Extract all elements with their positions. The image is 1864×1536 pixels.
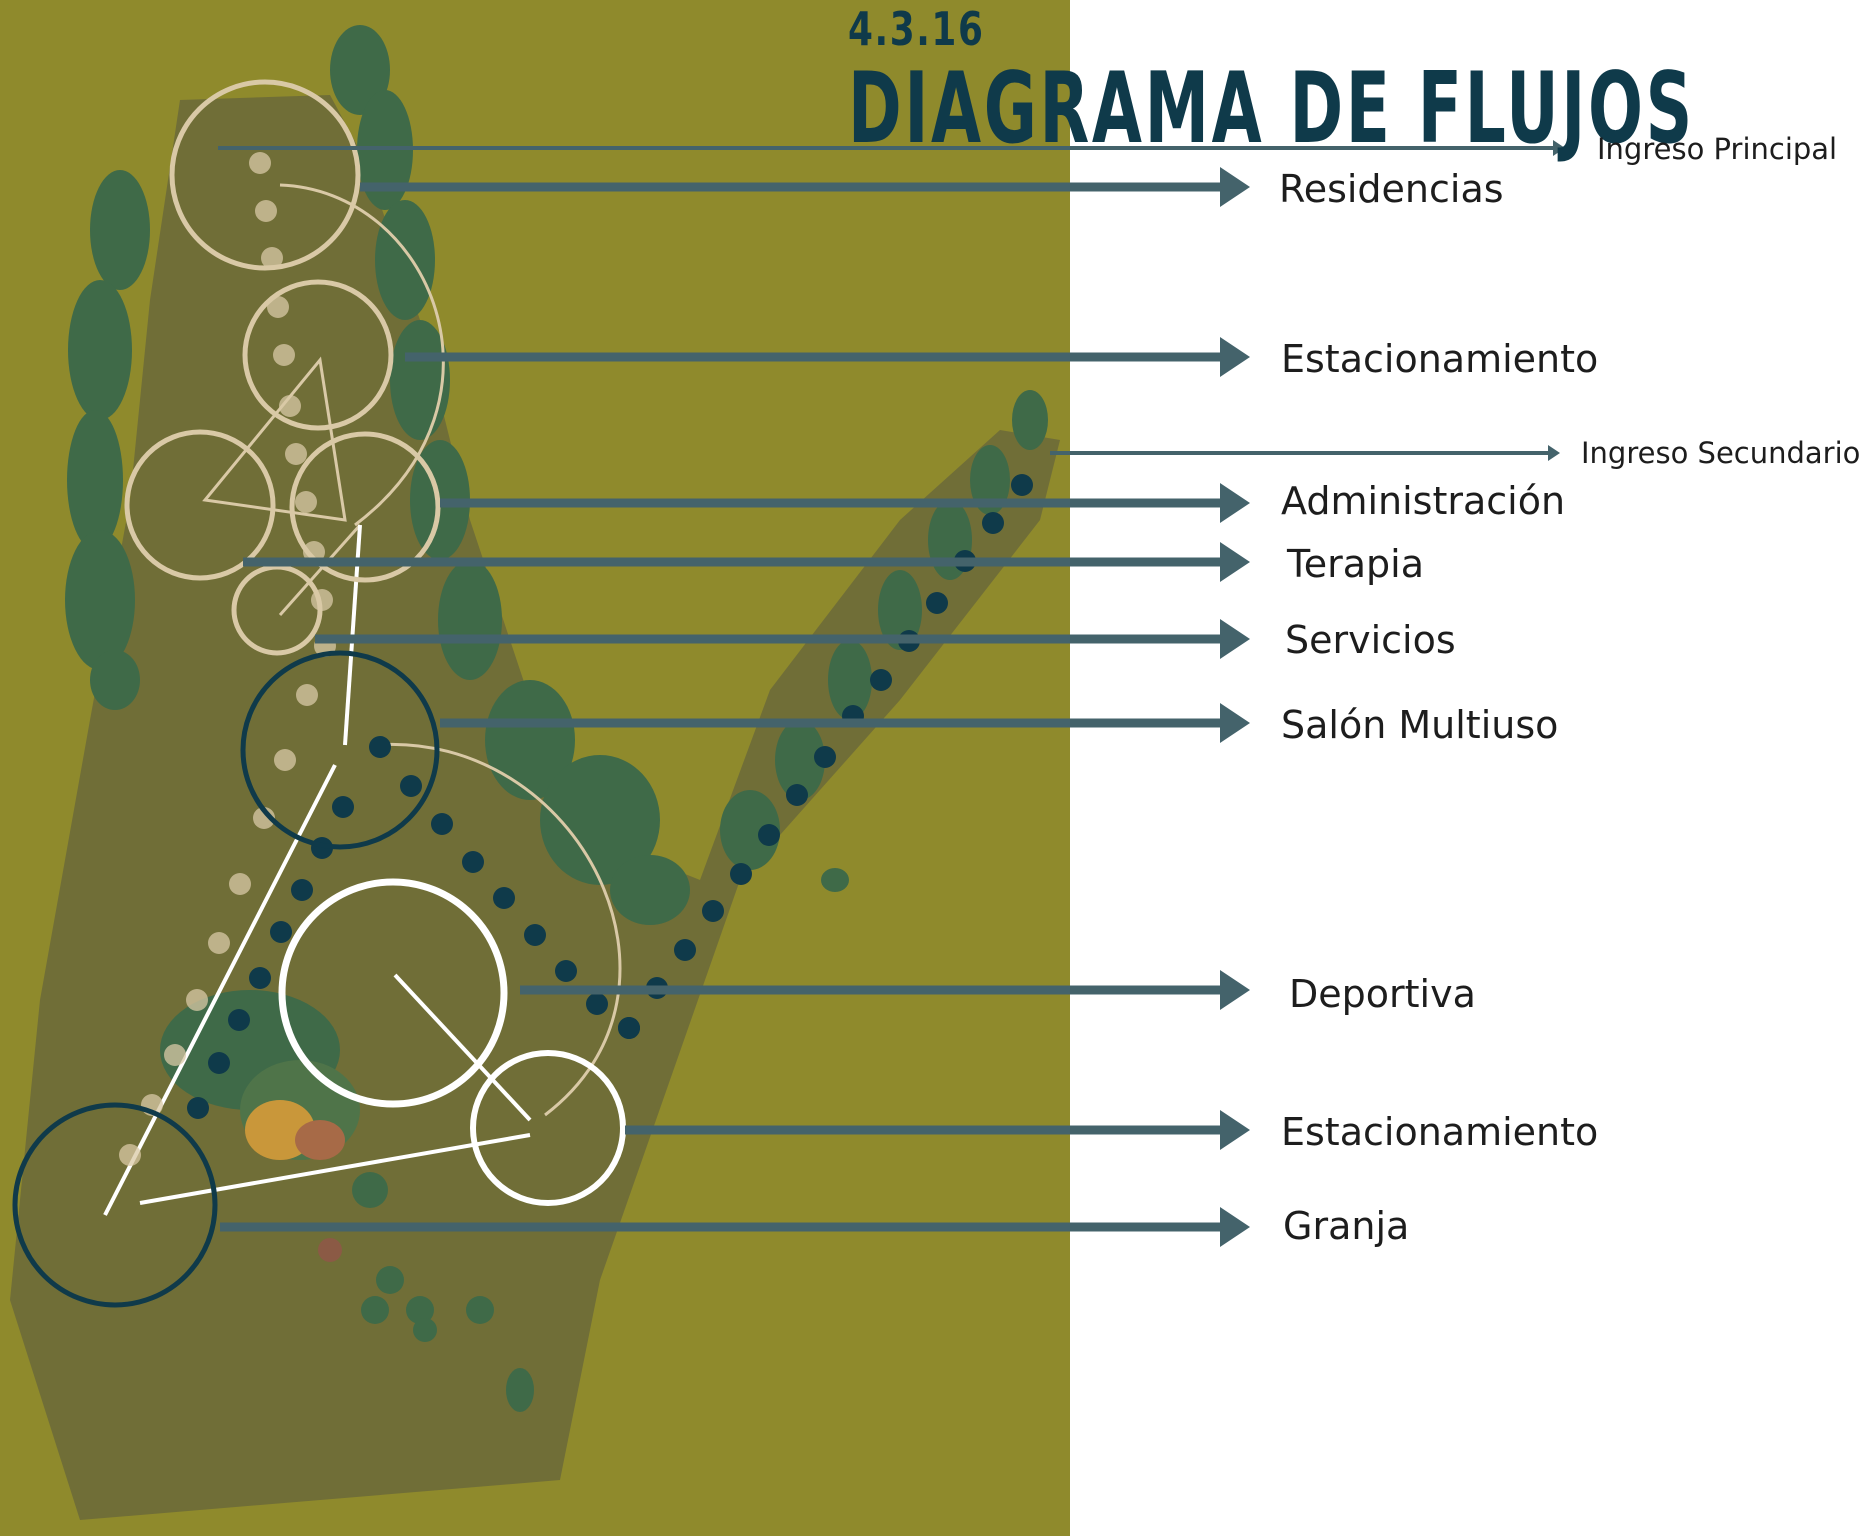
zone-circle-estacionamiento-south [470, 1050, 626, 1206]
teal-dot [431, 813, 453, 835]
zone-label-salon-multiuso: Salón Multiuso [1281, 703, 1559, 747]
arrow-deportiva [520, 970, 1250, 1010]
teal-dot [926, 592, 948, 614]
zone-label-servicios: Servicios [1285, 618, 1456, 662]
arrow-servicios [315, 619, 1250, 659]
zone-circle-administracion [289, 431, 441, 583]
arrow-salon-multiuso [440, 703, 1250, 743]
zone-circle-terapia [124, 429, 276, 581]
beige-dot [279, 395, 301, 417]
page-title: DIAGRAMA DE FLUJOS [848, 52, 1695, 166]
arrow-administracion [440, 483, 1250, 523]
teal-dot [730, 863, 752, 885]
white-triangle-west [103, 764, 337, 1216]
beige-link [278, 524, 362, 616]
arrow-granja [220, 1207, 1250, 1247]
teal-dot [702, 900, 724, 922]
zone-label-deportiva: Deportiva [1289, 972, 1476, 1016]
teal-dot [618, 1017, 640, 1039]
teal-dot [249, 967, 271, 989]
beige-dot [164, 1044, 186, 1066]
zone-circle-granja [12, 1102, 218, 1308]
zone-arrows [218, 140, 1565, 1247]
zone-circle-deportiva [278, 878, 508, 1108]
site-outline [10, 95, 1060, 1520]
zone-label-granja: Granja [1283, 1204, 1410, 1248]
beige-dot [249, 152, 271, 174]
teal-dot [332, 796, 354, 818]
teal-dot [814, 746, 836, 768]
teal-dot [270, 921, 292, 943]
teal-dotted-path [187, 474, 1033, 1119]
teal-dot [524, 924, 546, 946]
zone-label-estacionamiento-north: Estacionamiento [1281, 337, 1599, 381]
tree-band-west [65, 170, 150, 710]
teal-dot [870, 669, 892, 691]
teal-dot [786, 784, 808, 806]
zone-circle-estacionamiento-north [242, 279, 394, 431]
beige-dot [295, 491, 317, 513]
beige-dot [273, 344, 295, 366]
beige-dot [274, 749, 296, 771]
zone-circles [12, 79, 626, 1308]
beige-dot [296, 684, 318, 706]
teal-dot [400, 775, 422, 797]
teal-dot [674, 939, 696, 961]
teal-dot [1011, 474, 1033, 496]
entrance-label-secundario: Ingreso Secundario [1581, 436, 1861, 470]
zone-circle-servicios [231, 564, 323, 656]
beige-dot [255, 200, 277, 222]
zone-label-administracion: Administración [1281, 479, 1566, 523]
beige-dot [285, 443, 307, 465]
tree-band-center [330, 25, 690, 925]
beige-flow-arc [279, 183, 445, 527]
white-triangle-south [139, 1133, 531, 1205]
teal-dot [228, 1009, 250, 1031]
beige-dot [253, 807, 275, 829]
entrance-label-principal: Ingreso Principal [1597, 132, 1838, 166]
arrow-terapia [243, 542, 1250, 582]
teal-dot [291, 879, 313, 901]
teal-dot [493, 887, 515, 909]
arrow-estacionamiento-south [625, 1110, 1250, 1150]
teal-dot [208, 1052, 230, 1074]
teal-dot [369, 736, 391, 758]
beige-dot [229, 873, 251, 895]
arrow-ingreso-secundario [1050, 445, 1560, 461]
zone-label-estacionamiento-south: Estacionamiento [1281, 1110, 1599, 1154]
teal-dot [187, 1097, 209, 1119]
zone-label-terapia: Terapia [1287, 542, 1425, 586]
white-flow-arc [374, 742, 622, 1117]
arrow-ingreso-principal [218, 140, 1565, 156]
arrow-estacionamiento-north [405, 337, 1250, 377]
teal-dot [555, 960, 577, 982]
beige-dot [119, 1144, 141, 1166]
beige-dot [267, 296, 289, 318]
teal-dot [586, 993, 608, 1015]
section-number: 4.3.16 [848, 2, 985, 56]
teal-dot [462, 851, 484, 873]
arrow-residencias [360, 167, 1250, 207]
beige-dot [186, 989, 208, 1011]
teal-dot [758, 824, 780, 846]
white-triangle-east [393, 973, 532, 1122]
teal-dot [982, 512, 1004, 534]
beige-dot [261, 247, 283, 269]
zone-circle-salon-multiuso [240, 650, 440, 850]
zone-circle-residencias [169, 79, 361, 271]
tree-band-east [720, 390, 1048, 870]
zone-label-residencias: Residencias [1279, 167, 1504, 211]
beige-dot [208, 932, 230, 954]
